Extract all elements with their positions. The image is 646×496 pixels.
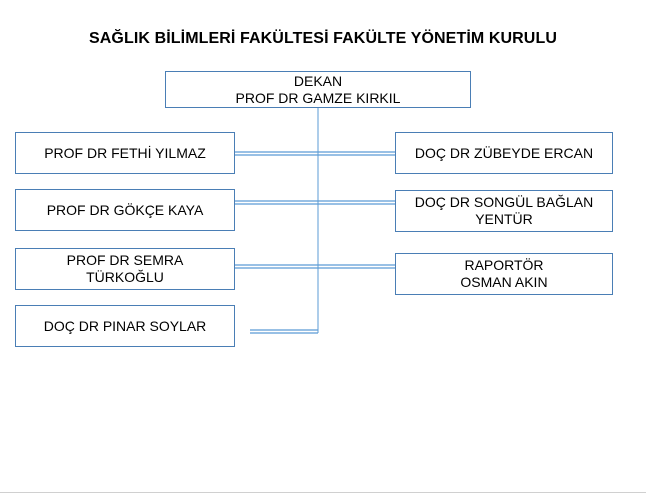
member-box-semra-turkoglu: PROF DR SEMRA TÜRKOĞLU [15,248,235,290]
member-name: DOÇ DR PINAR SOYLAR [43,317,207,334]
dean-name: PROF DR GAMZE KIRKIL [235,89,401,106]
member-box-fethi-yilmaz: PROF DR FETHİ YILMAZ [15,132,235,174]
member-box-songul-baglan-yentur: DOÇ DR SONGÜL BAĞLAN YENTÜR [395,190,613,232]
rapporteur-box: RAPORTÖR OSMAN AKIN [395,253,613,295]
bottom-divider [0,492,646,493]
connector-row-1 [235,151,395,156]
member-box-zubeyde-ercan: DOÇ DR ZÜBEYDE ERCAN [395,132,613,174]
member-name-line-2: TÜRKOĞLU [86,269,164,285]
connector-row-3 [235,264,395,269]
member-box-gokce-kaya: PROF DR GÖKÇE KAYA [15,189,235,231]
connector-row-4 [250,329,318,334]
chart-title: SAĞLIK BİLİMLERİ FAKÜLTESİ FAKÜLTE YÖNET… [88,30,557,47]
member-name-line-1: PROF DR SEMRA [66,252,184,268]
member-box-pinar-soylar: DOÇ DR PINAR SOYLAR [15,305,235,347]
member-name: PROF DR GÖKÇE KAYA [46,201,204,218]
member-name: DOÇ DR ZÜBEYDE ERCAN [414,144,594,161]
member-name-line-1: DOÇ DR SONGÜL BAĞLAN [414,194,594,210]
rapporteur-name: OSMAN AKIN [460,274,548,290]
member-name-line-2: YENTÜR [475,211,533,227]
dean-role: DEKAN [293,72,343,89]
rapporteur-role: RAPORTÖR [464,257,544,273]
dean-box: DEKAN PROF DR GAMZE KIRKIL [165,71,471,108]
member-name: PROF DR FETHİ YILMAZ [44,144,206,161]
connector-row-2 [235,200,395,205]
